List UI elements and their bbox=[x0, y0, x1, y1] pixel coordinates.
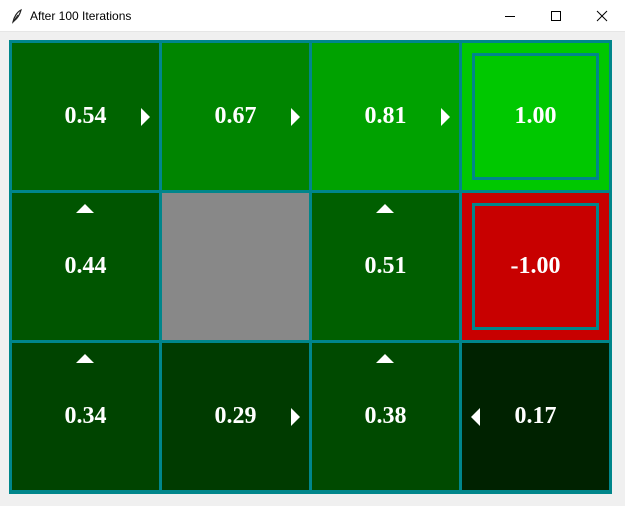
close-icon bbox=[596, 10, 608, 22]
state-value: 0.81 bbox=[364, 103, 407, 129]
window-title: After 100 Iterations bbox=[30, 9, 132, 23]
state-cell: 0.54 bbox=[12, 43, 159, 190]
state-cell: 0.51 bbox=[312, 193, 459, 340]
title-bar[interactable]: After 100 Iterations bbox=[0, 0, 625, 32]
maximize-icon bbox=[551, 11, 561, 21]
state-cell: 0.81 bbox=[312, 43, 459, 190]
terminal-cell: -1.00 bbox=[462, 193, 609, 340]
state-value: 0.29 bbox=[214, 403, 257, 429]
state-value: 0.67 bbox=[214, 103, 257, 129]
policy-arrow-left-icon bbox=[471, 408, 480, 426]
maximize-button[interactable] bbox=[533, 0, 579, 32]
feather-icon bbox=[9, 8, 25, 24]
gridworld-canvas: 0.54 0.67 0.81 1.00 0.44 0.51 -1.00 0.34 0.29 0.3… bbox=[9, 40, 612, 494]
terminal-frame bbox=[472, 203, 599, 330]
state-cell: 0.17 bbox=[462, 343, 609, 490]
policy-arrow-up-icon bbox=[376, 354, 394, 363]
state-value: 0.51 bbox=[364, 253, 407, 279]
state-value: 1.00 bbox=[514, 103, 557, 129]
policy-arrow-right-icon bbox=[291, 408, 300, 426]
minimize-icon bbox=[505, 16, 515, 17]
policy-arrow-up-icon bbox=[76, 354, 94, 363]
policy-arrow-right-icon bbox=[441, 108, 450, 126]
state-cell: 0.38 bbox=[312, 343, 459, 490]
state-cell: 0.34 bbox=[12, 343, 159, 490]
state-value: 0.54 bbox=[64, 103, 107, 129]
policy-arrow-right-icon bbox=[141, 108, 150, 126]
state-cell: 0.67 bbox=[162, 43, 309, 190]
terminal-cell: 1.00 bbox=[462, 43, 609, 190]
state-value: 0.44 bbox=[64, 253, 107, 279]
policy-arrow-up-icon bbox=[376, 204, 394, 213]
state-value: 0.17 bbox=[514, 403, 557, 429]
minimize-button[interactable] bbox=[487, 0, 533, 32]
state-value: -1.00 bbox=[510, 253, 561, 279]
policy-arrow-up-icon bbox=[76, 204, 94, 213]
state-cell: 0.29 bbox=[162, 343, 309, 490]
policy-arrow-right-icon bbox=[291, 108, 300, 126]
state-cell: 0.44 bbox=[12, 193, 159, 340]
terminal-frame bbox=[472, 53, 599, 180]
state-value: 0.34 bbox=[64, 403, 107, 429]
state-value: 0.38 bbox=[364, 403, 407, 429]
wall-cell bbox=[162, 193, 309, 340]
close-button[interactable] bbox=[579, 0, 625, 32]
